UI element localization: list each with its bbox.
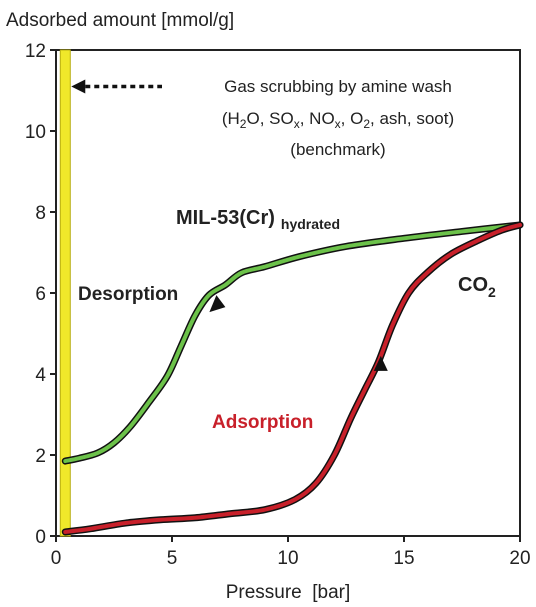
- desorption-label: Desorption: [78, 284, 178, 305]
- y-tick-label: 12: [25, 41, 46, 62]
- x-tick-label: 20: [509, 548, 530, 569]
- y-tick-label: 0: [35, 527, 46, 548]
- y-tick-label: 10: [25, 122, 46, 143]
- x-tick-label: 15: [393, 548, 414, 569]
- benchmark-label-line3: (benchmark): [290, 140, 385, 159]
- benchmark-label-line1: Gas scrubbing by amine wash: [224, 77, 452, 96]
- x-tick-label: 0: [51, 548, 62, 569]
- adsorption-curve: [63, 222, 522, 534]
- desorption-curve: [63, 222, 522, 464]
- y-tick-label: 2: [35, 446, 46, 467]
- y-tick-label: 8: [35, 203, 46, 224]
- material-label: MIL-53(Cr)hydrated: [176, 207, 340, 232]
- y-axis-title: Adsorbed amount [mmol/g]: [6, 10, 234, 31]
- gas-label: CO2: [458, 274, 496, 300]
- y-axis-ticks: 0 2 4 6 8 10 12: [25, 41, 56, 548]
- adsorption-label: Adsorption: [212, 412, 313, 433]
- x-axis-title: Pressure [bar]: [226, 582, 351, 603]
- benchmark-bar: [59, 49, 71, 537]
- desorption-arrowhead: [209, 295, 226, 313]
- benchmark-arrowhead: [71, 79, 86, 94]
- x-tick-label: 10: [277, 548, 298, 569]
- x-axis-ticks: 0 5 10 15 20: [51, 536, 531, 569]
- series-layer: [61, 221, 524, 536]
- y-tick-label: 6: [35, 284, 46, 305]
- y-tick-label: 4: [35, 365, 46, 386]
- benchmark-label-line2: (H2O, SOx, NOx, O2, ash, soot): [222, 109, 454, 131]
- adsorption-curve-outline: [61, 221, 524, 536]
- x-tick-label: 5: [167, 548, 178, 569]
- adsorption-arrowhead: [373, 355, 388, 371]
